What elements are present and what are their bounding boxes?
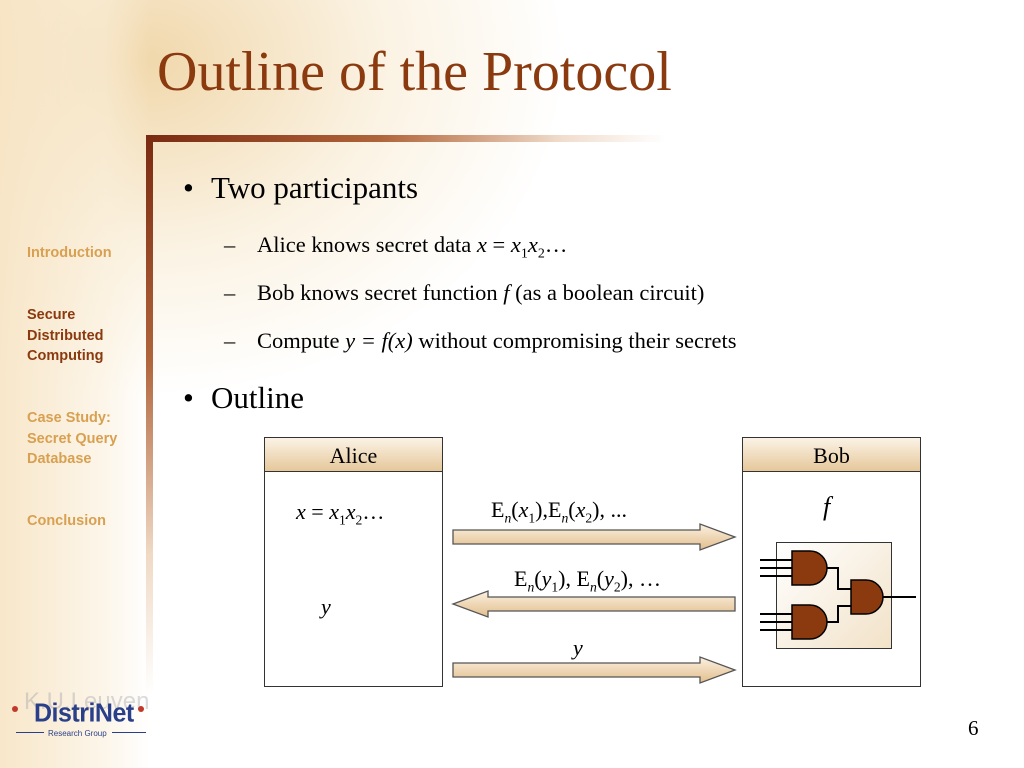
alice-header: Alice: [265, 438, 442, 472]
logo-line: [16, 732, 44, 733]
title-rule-horizontal: [146, 135, 666, 142]
bullet-text: Outline: [211, 380, 304, 415]
and-gate-icon: [791, 604, 828, 640]
logo-sub: Research Group: [48, 729, 107, 738]
dash: –: [224, 328, 236, 353]
math-sub2: 2: [355, 512, 363, 528]
bullet-outline: • Outline: [183, 380, 304, 416]
slide-title: Outline of the Protocol: [157, 41, 672, 103]
arrow2-label: En(y1), En(y2), …: [514, 566, 661, 595]
math-x1: x: [329, 499, 339, 524]
enc-e: E: [514, 566, 528, 591]
dash: –: [224, 232, 236, 257]
bullet-dot: •: [183, 380, 194, 415]
sub-alice-knows: – Alice knows secret data x = x1x2…: [224, 232, 568, 263]
logo-dot-icon: [12, 706, 18, 712]
dash: –: [224, 280, 236, 305]
logo-line: [112, 732, 146, 733]
bullet-dot: •: [183, 170, 194, 205]
math-y: y: [604, 566, 614, 591]
math-y: y: [541, 566, 552, 591]
paren: ),: [558, 566, 577, 591]
math-f: f: [503, 280, 510, 305]
wire: [827, 605, 851, 623]
alice-y: y: [321, 594, 331, 619]
sub-text: Compute: [257, 328, 346, 353]
and-gate-icon: [850, 579, 884, 615]
page-number: 6: [968, 716, 979, 740]
nav-item-case-study[interactable]: Case Study: Secret Query Database: [27, 410, 118, 467]
logo-brand: DistriNet: [34, 698, 134, 728]
paren: (: [511, 497, 519, 522]
bullet-text: Two participants: [211, 170, 419, 205]
nav-item-secure-distributed-computing[interactable]: Secure Distributed Computing: [27, 307, 104, 364]
arrow-right-icon: [452, 523, 737, 551]
math-dots: …: [544, 232, 568, 257]
math-sub1: 1: [520, 246, 528, 262]
enc-n: n: [589, 579, 597, 595]
sub-compute: – Compute y = f(x) without compromising …: [224, 328, 737, 354]
math-sub: 2: [585, 510, 593, 526]
sub-text: Alice knows secret data: [257, 232, 477, 257]
math-x: x: [296, 499, 306, 524]
math-x: x: [518, 497, 529, 522]
sub-text: Bob knows secret function: [257, 280, 504, 305]
paren: ), …: [620, 566, 661, 591]
math-x: x: [575, 497, 586, 522]
enc-e: E: [491, 497, 505, 522]
math-sub: 1: [528, 510, 536, 526]
arrow-left-icon: [451, 590, 736, 618]
enc-e: E: [548, 497, 562, 522]
paren: ), ...: [592, 497, 627, 522]
distrinet-logo: K.U.Leuven DistriNet Research Group: [12, 688, 152, 744]
wire: [827, 567, 851, 590]
alice-box: Alice: [264, 437, 443, 687]
left-band: [0, 0, 150, 768]
math-y-fx: y = f(x): [345, 328, 413, 353]
math-sub1: 1: [338, 512, 346, 528]
sub-text-rest: without compromising their secrets: [412, 328, 737, 353]
nav-item-conclusion[interactable]: Conclusion: [27, 513, 106, 529]
sub-bob-knows: – Bob knows secret function f (as a bool…: [224, 280, 705, 306]
math-x2: x: [527, 232, 538, 257]
paren: (: [596, 566, 605, 591]
logo-dot-icon: [138, 706, 144, 712]
logo-watermark: K.U.Leuven: [24, 688, 150, 715]
and-gate-icon: [791, 550, 828, 586]
enc-n: n: [504, 510, 512, 526]
paren: (: [534, 566, 542, 591]
math-eq: =: [486, 232, 511, 257]
math-x2: x: [345, 499, 356, 524]
arrow3-label: y: [573, 635, 583, 660]
bullet-two-participants: • Two participants: [183, 170, 419, 206]
bob-header: Bob: [743, 438, 920, 472]
bob-f: f: [823, 492, 831, 521]
math-eq: =: [305, 499, 330, 524]
math-x: x: [476, 232, 487, 257]
enc-n: n: [527, 579, 535, 595]
paren: ),: [535, 497, 548, 522]
enc-e: E: [576, 566, 590, 591]
sub-text-rest: (as a boolean circuit): [509, 280, 705, 305]
arrow1-label: En(x1),En(x2), ...: [491, 497, 627, 526]
paren: (: [568, 497, 576, 522]
arrow-right-icon: [452, 656, 737, 684]
title-rule-vertical: [146, 135, 153, 695]
math-sub: 2: [613, 579, 621, 595]
math-sub2: 2: [537, 246, 545, 262]
alice-x-expression: x = x1x2…: [296, 499, 384, 528]
math-x1: x: [510, 232, 521, 257]
enc-n: n: [561, 510, 569, 526]
math-dots: …: [362, 499, 385, 524]
math-sub: 1: [551, 579, 559, 595]
nav-item-introduction[interactable]: Introduction: [27, 245, 112, 261]
